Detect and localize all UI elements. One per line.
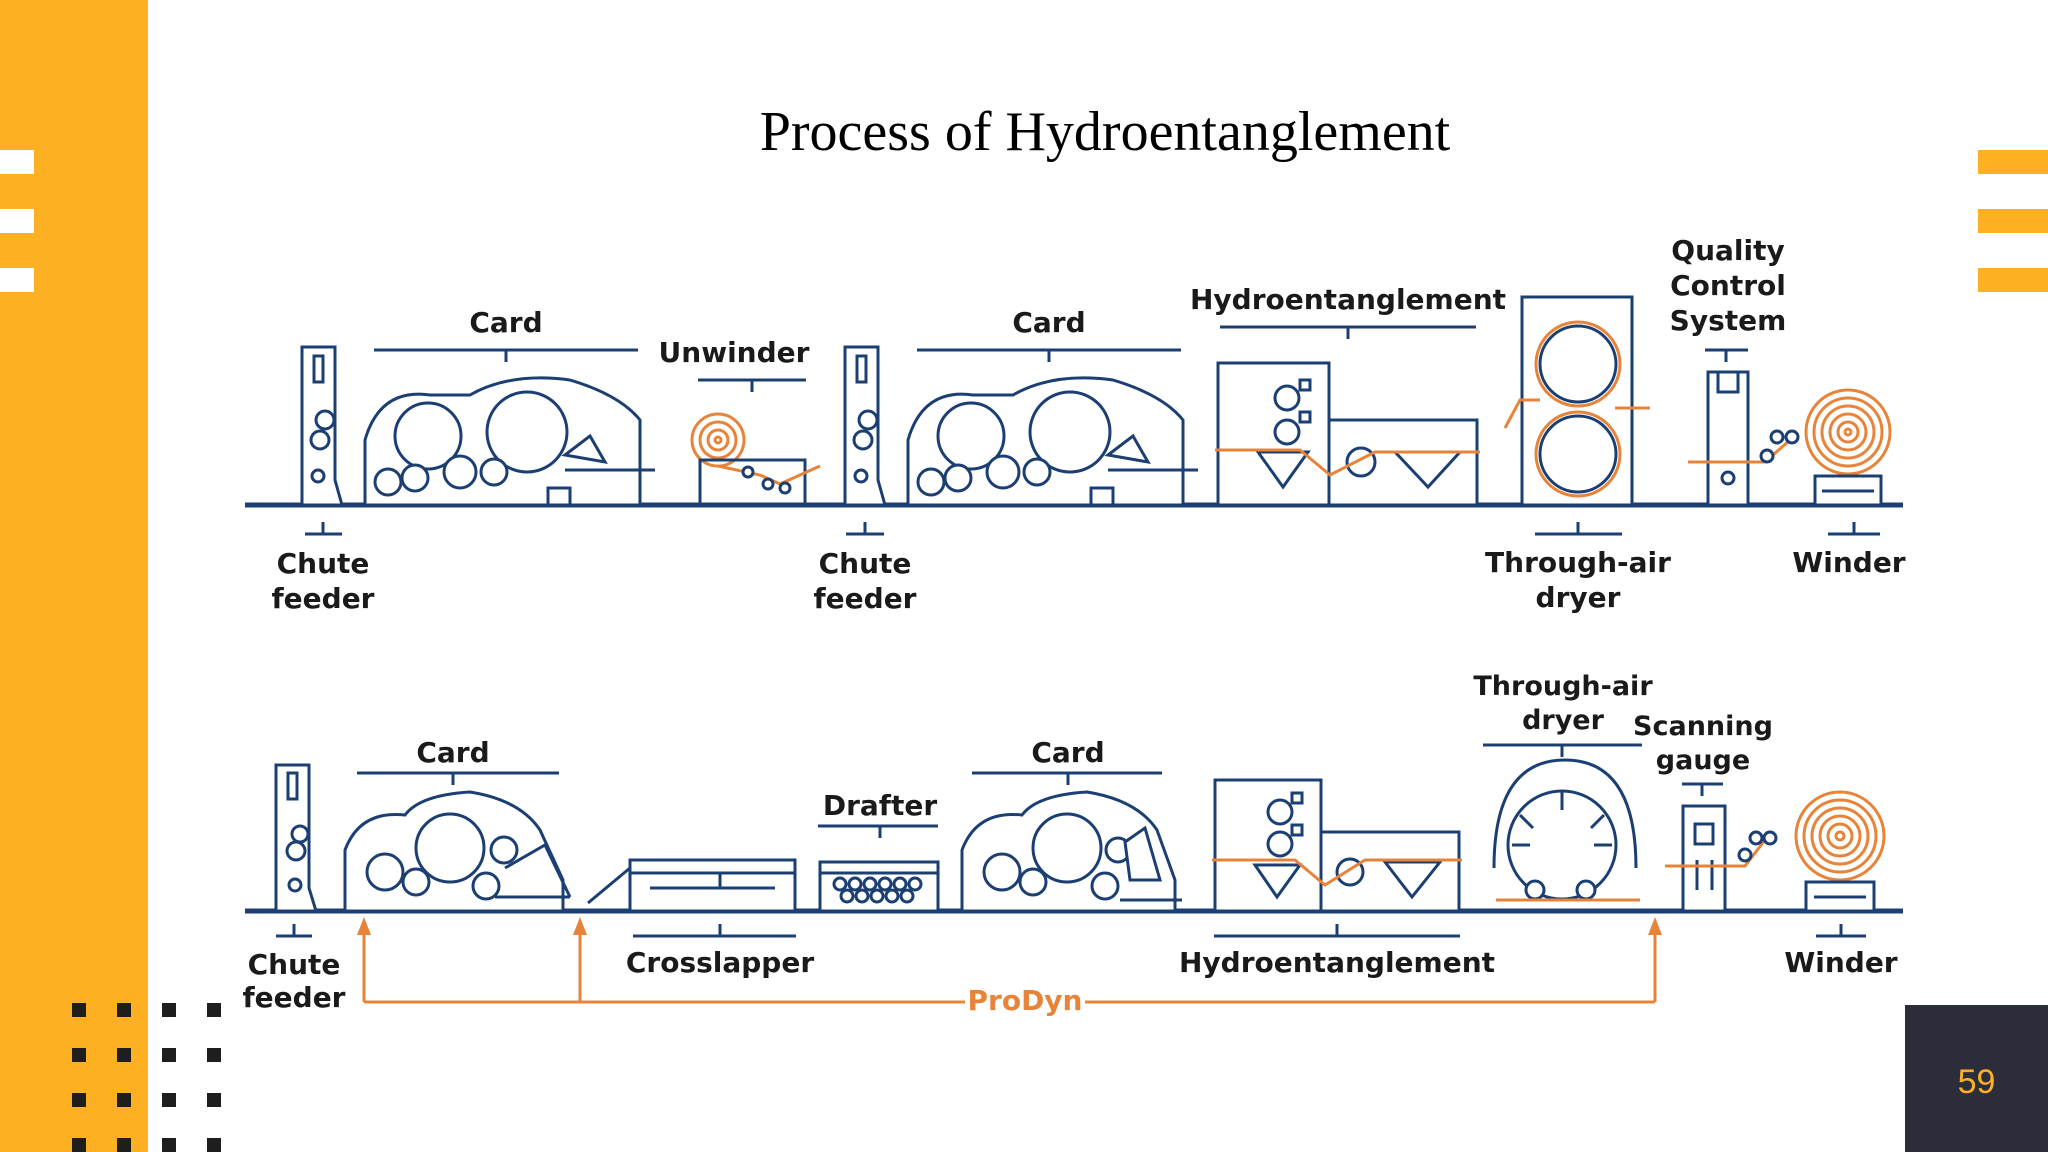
bottom-card-1-machine: [343, 790, 572, 913]
top-unwinder-machine: [690, 412, 821, 505]
bottom-dryer-label-line2: dryer: [1522, 705, 1605, 736]
bottom-card-2-machine: [960, 790, 1182, 913]
top-card-2-machine: [906, 376, 1198, 507]
top-label-brackets: [305, 325, 1880, 536]
left-accent-band: [0, 0, 148, 1152]
right-dash-1: [1978, 150, 2048, 174]
bottom-hydroentanglement-label: Hydroentanglement: [1179, 946, 1495, 979]
prodyn-label: ProDyn: [968, 984, 1083, 1017]
prodyn-arrow-2: [573, 917, 587, 935]
top-chute-feeder-1-machine: [300, 345, 344, 507]
bottom-drafter-machine: [818, 860, 940, 913]
bottom-crosslapper-machine: [587, 858, 797, 913]
bottom-card-1-label: Card: [416, 736, 489, 769]
top-qcs-label-line1: Quality: [1671, 234, 1784, 267]
top-hydroentanglement-label: Hydroentanglement: [1190, 283, 1506, 316]
bottom-scanning-gauge-label-line2: gauge: [1656, 745, 1750, 776]
top-chute-feeder-1-label-line2: feeder: [271, 582, 374, 615]
top-card-1-label: Card: [469, 306, 542, 339]
top-chute-feeder-2-label-line1: Chute: [819, 547, 912, 580]
bottom-through-air-dryer-machine: [1492, 758, 1640, 902]
left-dash-1: [0, 150, 34, 174]
prodyn-bracket: [357, 917, 1662, 1004]
bottom-chute-feeder-label-line1: Chute: [248, 948, 341, 981]
bottom-card-2-label: Card: [1031, 736, 1104, 769]
top-card-2-label: Card: [1012, 306, 1085, 339]
page-number-box: 59: [1905, 1005, 2048, 1152]
bottom-winder-label: Winder: [1784, 946, 1897, 979]
top-chute-feeder-2-label-line2: feeder: [813, 582, 916, 615]
bottom-scanning-gauge-machine: [1665, 804, 1778, 913]
bottom-dryer-label-line1: Through-air: [1473, 671, 1653, 702]
top-dryer-label-line2: dryer: [1536, 581, 1621, 614]
bottom-chute-feeder-label-line2: feeder: [242, 981, 345, 1014]
bottom-winder-machine: [1794, 790, 1886, 913]
top-dryer-label-line1: Through-air: [1485, 546, 1671, 579]
top-winder-label: Winder: [1792, 546, 1905, 579]
top-unwinder-label: Unwinder: [659, 336, 810, 369]
top-through-air-dryer-machine: [1503, 295, 1650, 507]
left-dash-2: [0, 209, 34, 233]
left-dash-3: [0, 268, 34, 292]
prodyn-arrow-3: [1648, 917, 1662, 935]
page-number: 59: [1957, 1063, 1996, 1101]
top-card-1-machine: [363, 376, 655, 507]
bottom-hydroentanglement-machine: [1212, 778, 1462, 913]
top-quality-control-machine: [1688, 370, 1800, 507]
bottom-label-brackets: [276, 743, 1866, 938]
bottom-drafter-label: Drafter: [823, 789, 938, 822]
top-chute-feeder-1-label-line1: Chute: [277, 547, 370, 580]
slide-title: Process of Hydroentanglement: [759, 101, 1451, 163]
bottom-chute-feeder-machine: [274, 763, 319, 913]
right-dash-3: [1978, 268, 2048, 292]
top-qcs-label-line3: System: [1670, 304, 1787, 337]
top-qcs-label-line2: Control: [1670, 269, 1786, 302]
top-winder-machine: [1804, 388, 1892, 507]
prodyn-arrow-1: [357, 917, 371, 935]
bottom-scanning-gauge-label-line1: Scanning: [1633, 711, 1773, 742]
top-hydroentanglement-machine: [1215, 361, 1480, 507]
bottom-crosslapper-label: Crosslapper: [626, 946, 814, 979]
top-chute-feeder-2-machine: [843, 345, 887, 507]
right-dash-2: [1978, 209, 2048, 233]
